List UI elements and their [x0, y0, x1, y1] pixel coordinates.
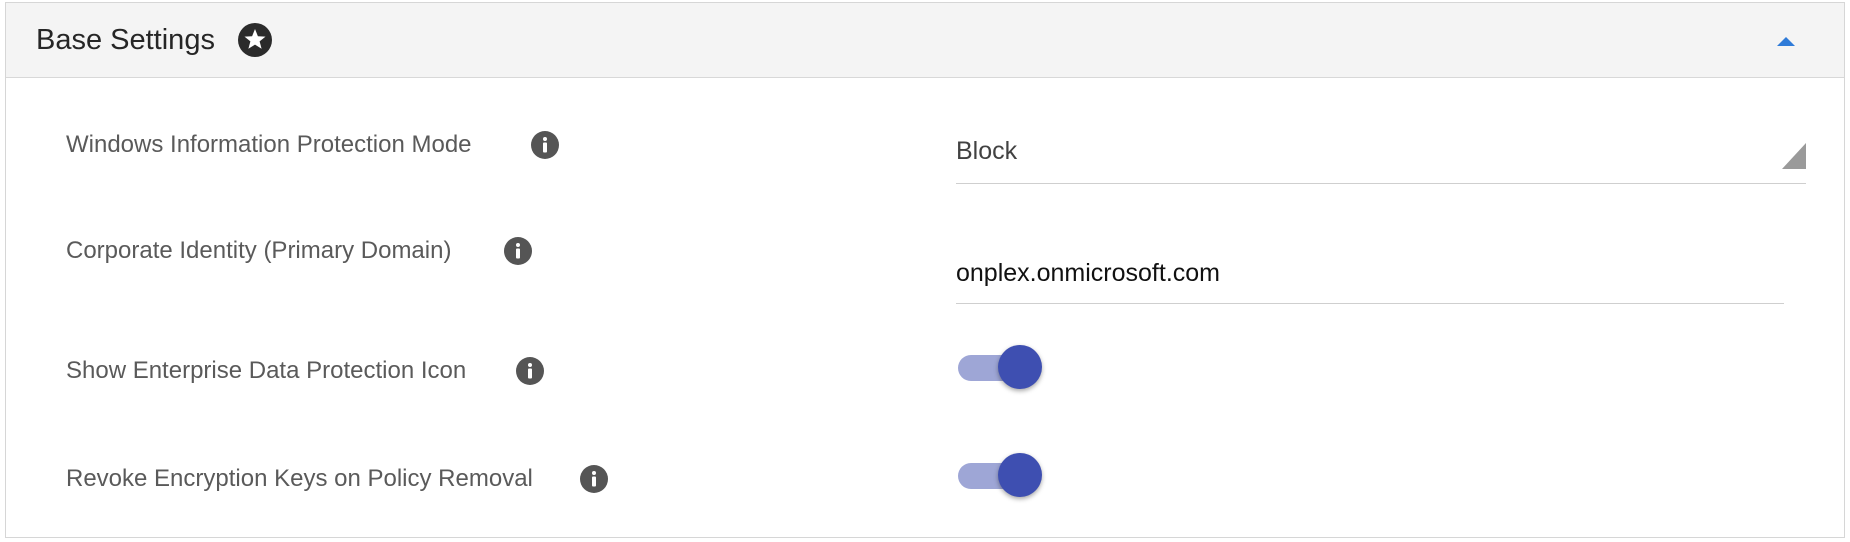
info-icon[interactable] [531, 131, 559, 159]
panel-title: Base Settings [36, 24, 215, 56]
chevron-up-icon[interactable] [1773, 33, 1799, 49]
toggle-thumb [998, 453, 1042, 497]
panel-header[interactable]: Base Settings [6, 3, 1844, 78]
wip-mode-select[interactable]: Block [956, 123, 1806, 184]
show-edp-icon-toggle[interactable] [958, 345, 1044, 391]
dropdown-arrow-icon [1782, 143, 1806, 169]
toggle-thumb [998, 345, 1042, 389]
wip-mode-selected-value: Block [956, 137, 1018, 165]
setting-label-corporate-identity: Corporate Identity (Primary Domain) [66, 237, 452, 264]
corporate-identity-input[interactable] [956, 243, 1784, 304]
setting-label-revoke-keys: Revoke Encryption Keys on Policy Removal [66, 465, 533, 492]
info-icon[interactable] [516, 357, 544, 385]
revoke-keys-toggle[interactable] [958, 453, 1044, 499]
base-settings-panel: Base Settings Windows Information Protec… [5, 2, 1845, 538]
info-icon[interactable] [504, 237, 532, 265]
setting-label-wip-mode: Windows Information Protection Mode [66, 131, 472, 158]
setting-label-show-edp-icon: Show Enterprise Data Protection Icon [66, 357, 467, 384]
info-icon[interactable] [580, 465, 608, 493]
star-icon [238, 23, 272, 57]
